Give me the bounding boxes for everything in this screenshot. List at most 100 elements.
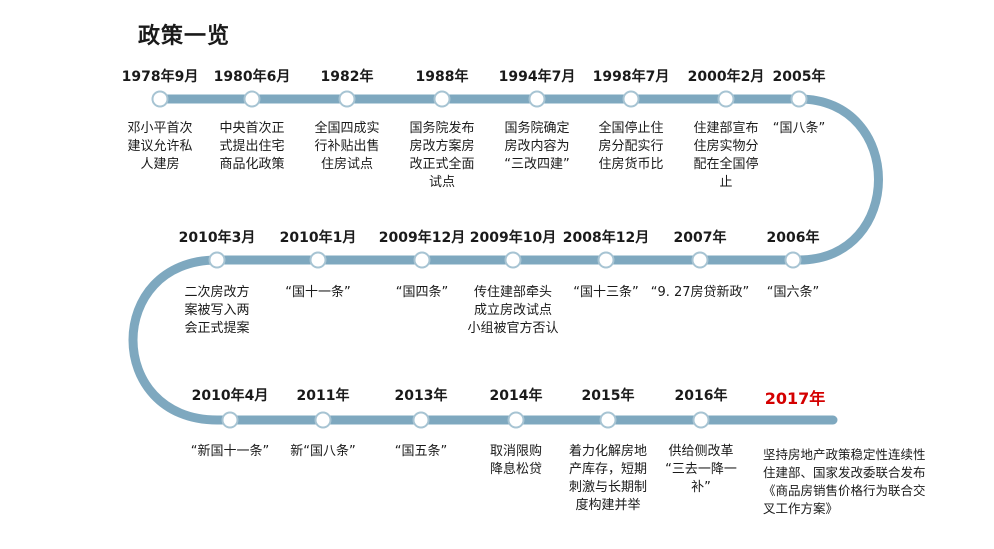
description-line: 产库存，短期: [568, 462, 648, 477]
description-line: 刺激与长期制: [568, 480, 648, 495]
description-line: “国四条”: [395, 285, 449, 300]
description-line: 行补贴出售: [314, 139, 380, 154]
timeline-node: [208, 251, 226, 269]
description-line: 商品化政策: [219, 157, 285, 172]
event-description: 中央首次正式提出住宅商品化政策: [219, 120, 284, 174]
description-line: 房改内容为: [504, 139, 570, 154]
event-description: “国十一条”: [285, 284, 350, 302]
description-line: 降息松贷: [489, 462, 543, 477]
event-description: “国八条”: [773, 120, 825, 138]
description-line: 国务院确定: [504, 121, 570, 136]
event-description: 二次房改方案被写入两会正式提案: [184, 284, 249, 338]
timeline-node: [622, 90, 640, 108]
description-line: 房改方案房: [409, 139, 475, 154]
timeline-node: [599, 411, 617, 429]
timeline-node: [507, 411, 525, 429]
event-date: 2009年10月: [469, 230, 557, 246]
description-line: 案被写入两: [184, 303, 250, 318]
event-description: 取消限购降息松贷: [490, 443, 542, 479]
description-line: 国务院发布: [409, 121, 475, 136]
event-description: 传住建部牵头成立房改试点小组被官方否认: [467, 284, 558, 338]
timeline-node: [314, 411, 332, 429]
event-date: 2009年12月: [378, 230, 466, 246]
timeline-node: [413, 251, 431, 269]
description-line: “三去一降一: [665, 462, 737, 477]
event-date: 1982年: [320, 69, 374, 85]
description-line: 止: [719, 175, 733, 190]
event-date: 1988年: [415, 69, 469, 85]
event-date: 2010年1月: [279, 230, 357, 246]
description-line: 住建部宣布: [693, 121, 759, 136]
description-line: 二次房改方: [184, 285, 250, 300]
description-line: 建议允许私: [127, 139, 193, 154]
event-description: “国六条”: [767, 284, 819, 302]
event-date: 2016年: [674, 388, 728, 404]
page-title: 政策一览: [138, 24, 231, 49]
event-description: 国务院发布房改方案房改正式全面试点: [409, 120, 474, 192]
timeline-node: [790, 90, 808, 108]
timeline-node: [151, 90, 169, 108]
description-line: “国十三条”: [573, 285, 639, 300]
description-line: 中央首次正: [219, 121, 285, 136]
event-date: 2007年: [673, 230, 727, 246]
event-description: “国五条”: [395, 443, 447, 461]
event-description: 供给侧改革“三去一降一补”: [665, 443, 737, 497]
description-line: 着力化解房地: [568, 444, 648, 459]
event-description: “国十三条”: [573, 284, 638, 302]
description-line: 邓小平首次: [127, 121, 193, 136]
description-line: 住建部、国家发改委联合发布: [763, 465, 926, 480]
event-description: “9. 27房贷新政”: [651, 284, 750, 302]
description-line: 新“国八条”: [290, 444, 356, 459]
event-date: 2014年: [489, 388, 543, 404]
description-line: 配在全国停: [693, 157, 759, 172]
event-date: 1980年6月: [213, 69, 291, 85]
timeline-node: [504, 251, 522, 269]
event-date: 2015年: [581, 388, 635, 404]
description-line: “国六条”: [766, 285, 820, 300]
description-line: “9. 27房贷新政”: [650, 285, 750, 300]
timeline-node: [597, 251, 615, 269]
event-date: 2005年: [772, 69, 826, 85]
description-line: “国八条”: [772, 121, 826, 136]
event-date: 2000年2月: [687, 69, 765, 85]
timeline-node: [412, 411, 430, 429]
description-line: 传住建部牵头: [473, 285, 553, 300]
description-line: 坚持房地产政策稳定性连续性: [763, 447, 926, 462]
timeline-node: [243, 90, 261, 108]
event-date: 2010年4月: [191, 388, 269, 404]
event-date: 2013年: [394, 388, 448, 404]
event-description: 着力化解房地产库存，短期刺激与长期制度构建并举: [569, 443, 647, 515]
description-line: 人建房: [140, 157, 180, 172]
timeline-node: [691, 251, 709, 269]
event-description: 全国停止住房分配实行住房货币比: [598, 120, 663, 174]
event-description: 全国四成实行补贴出售住房试点: [314, 120, 379, 174]
timeline-node: [528, 90, 546, 108]
description-line: 试点: [428, 175, 456, 190]
description-line: 补”: [691, 480, 711, 495]
event-date: 1978年9月: [121, 69, 199, 85]
event-date: 2008年12月: [562, 230, 650, 246]
description-line: “新国十一条”: [190, 444, 270, 459]
event-description: 邓小平首次建议允许私人建房: [127, 120, 192, 174]
timeline-node: [692, 411, 710, 429]
event-description: “新国十一条”: [191, 443, 269, 461]
event-date: 2017年: [764, 389, 826, 408]
event-date: 1994年7月: [498, 69, 576, 85]
description-line: “三改四建”: [504, 157, 570, 172]
timeline-node: [309, 251, 327, 269]
timeline-node: [717, 90, 735, 108]
description-line: 全国停止住: [598, 121, 664, 136]
timeline-node: [433, 90, 451, 108]
description-line: 式提出住宅: [219, 139, 285, 154]
event-date: 2010年3月: [178, 230, 256, 246]
description-line: 改正式全面: [409, 157, 475, 172]
event-description: 国务院确定房改内容为 “三改四建”: [504, 120, 569, 174]
event-date: 1998年7月: [592, 69, 670, 85]
description-line: 叉工作方案》: [763, 501, 839, 516]
description-line: 度构建并举: [575, 498, 641, 513]
description-line: 取消限购: [489, 444, 543, 459]
event-date: 2006年: [766, 230, 820, 246]
description-line: 全国四成实: [314, 121, 380, 136]
event-description: 住建部宣布住房实物分配在全国停止: [693, 120, 758, 192]
description-line: “国十一条”: [285, 285, 351, 300]
